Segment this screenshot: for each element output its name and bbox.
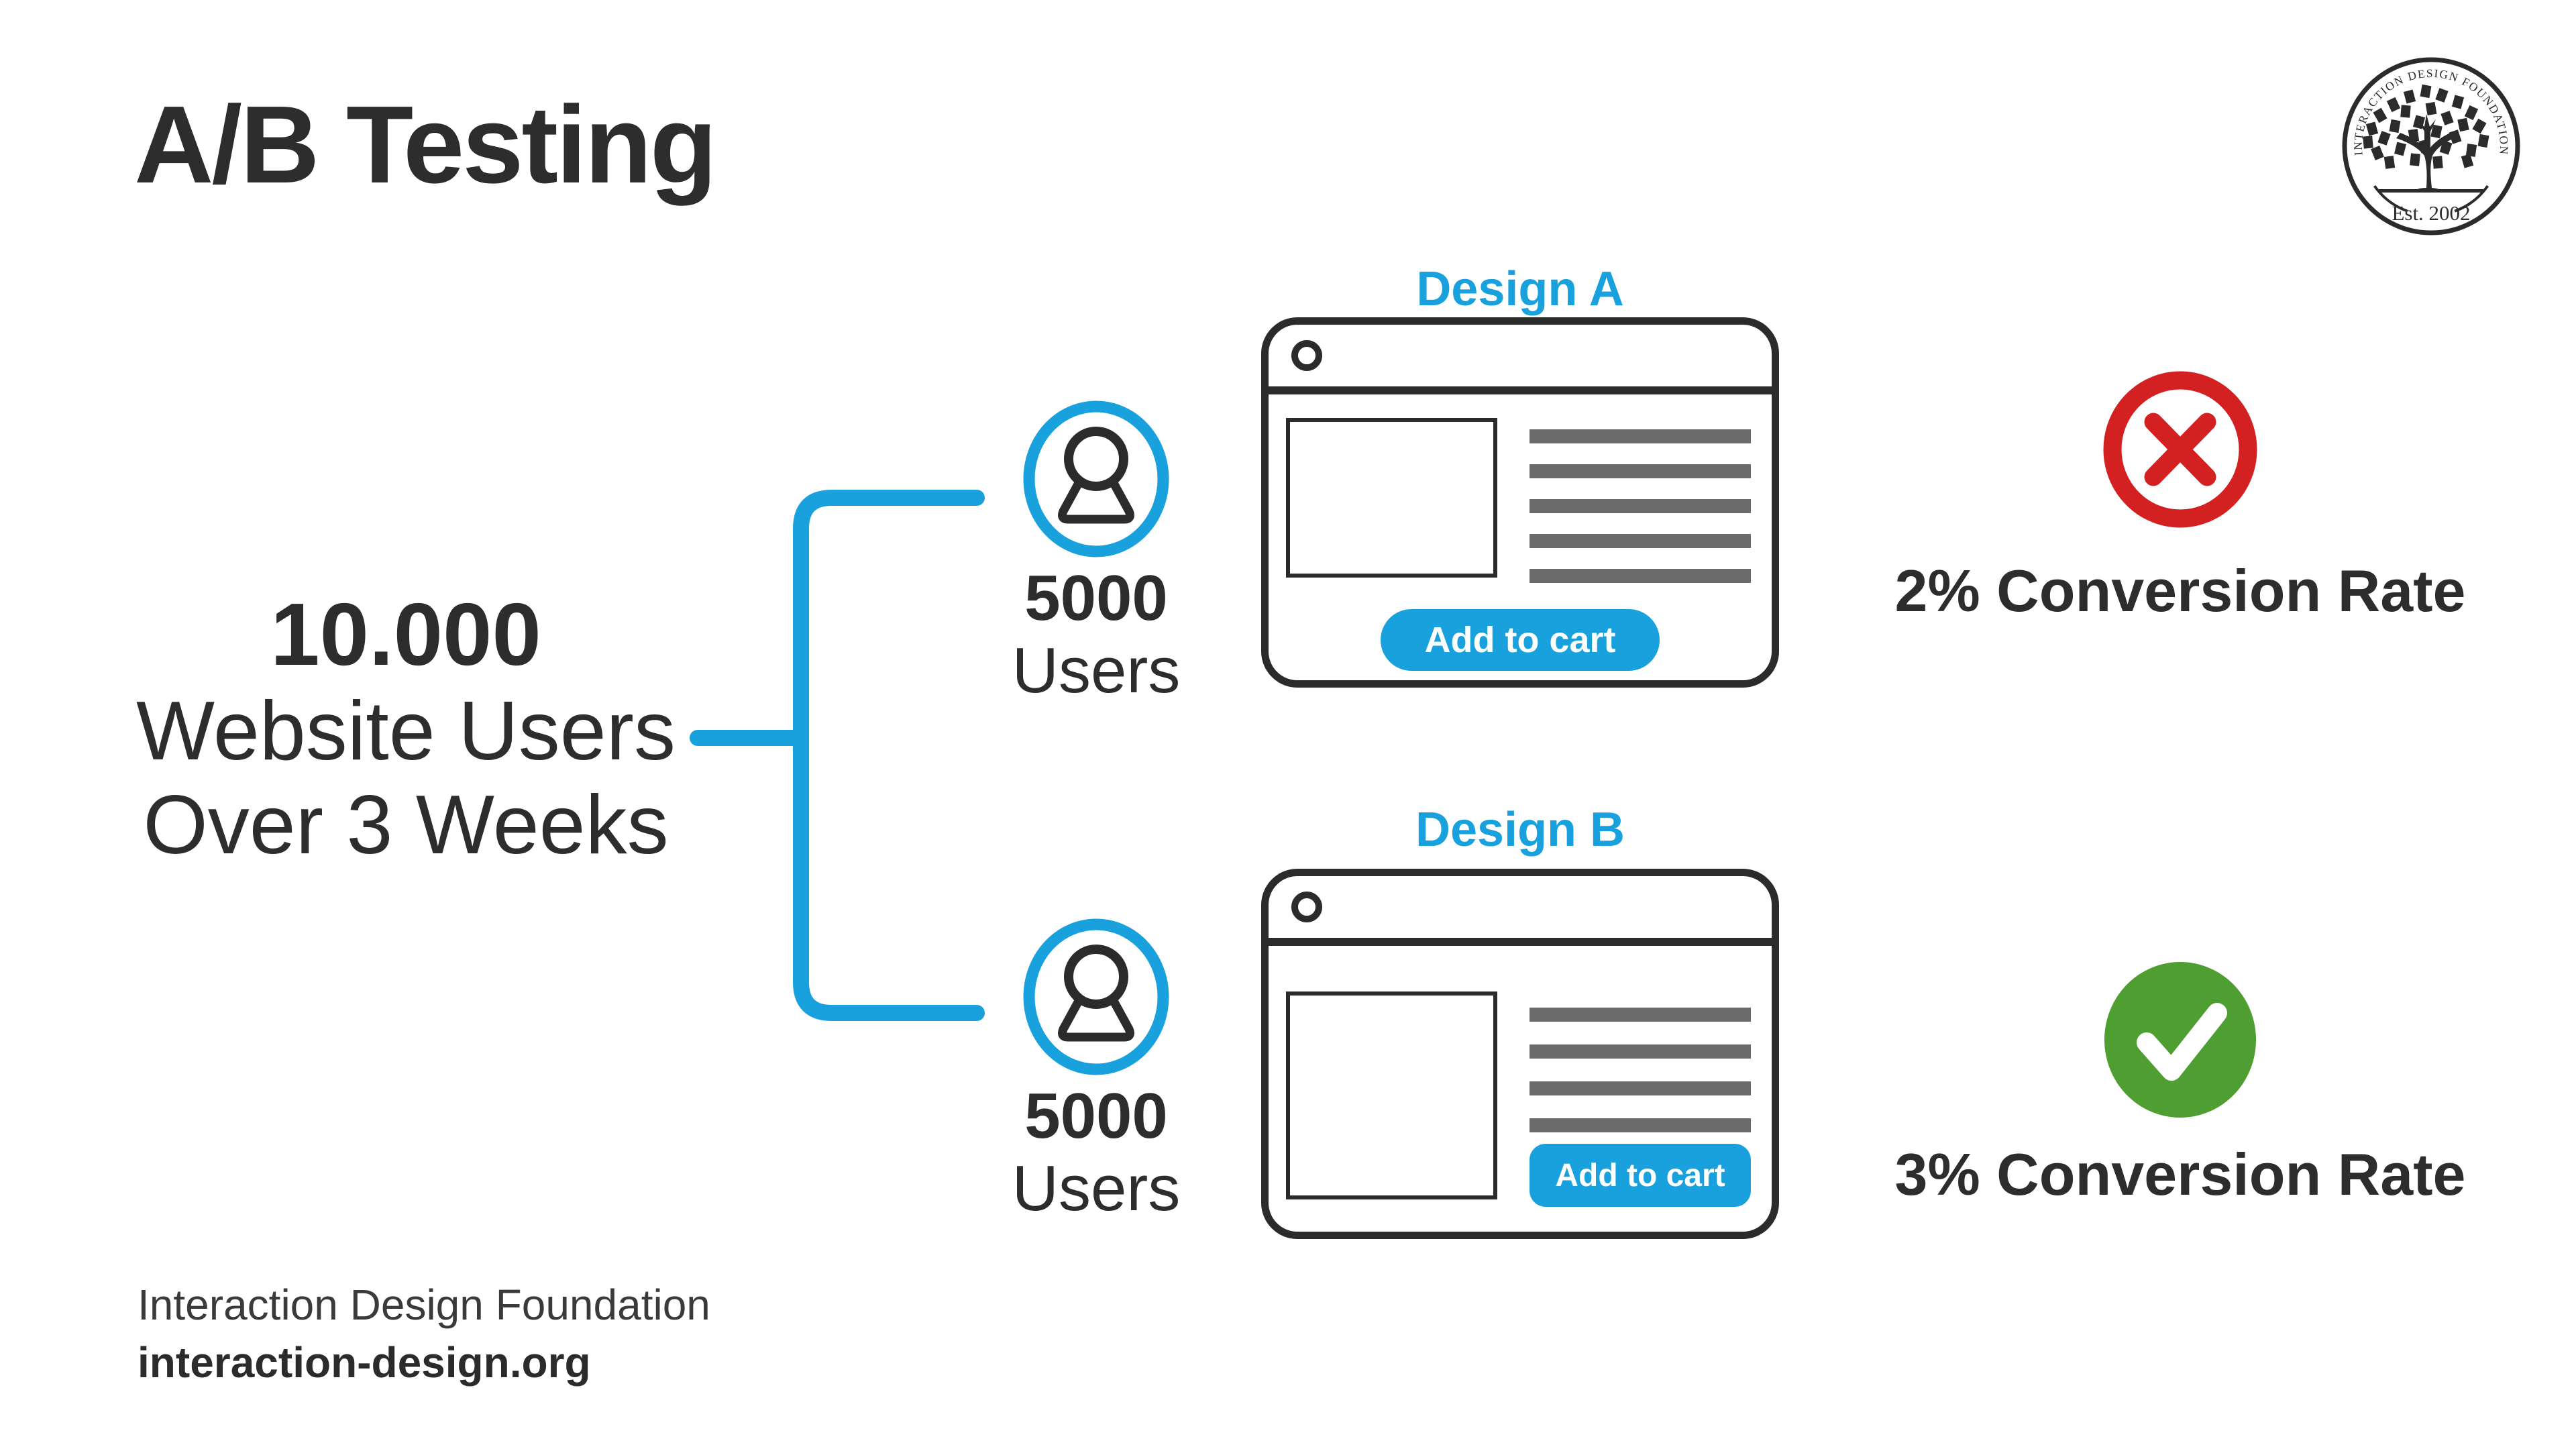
browser-title-bar [1269,876,1772,946]
text-line [1529,464,1751,478]
design-a-label: Design A [1416,262,1624,316]
conversion-rate-b: 3% Conversion Rate [1894,1141,2466,1208]
logo-tree-icon [2363,84,2489,193]
sample-size-line2: Website Users [136,685,676,777]
design-a-browser-window: Add to cart [1261,317,1779,688]
logo-right-arc [2454,184,2489,213]
design-b-label: Design B [1415,803,1625,857]
branch-b-users-label: Users [1012,1152,1181,1224]
logo-tree-leaves [2363,84,2489,169]
conversion-rate-a: 2% Conversion Rate [1894,557,2466,624]
design-b-browser-window: Add to cart [1261,869,1779,1239]
text-line [1529,429,1751,443]
cross-icon [2103,371,2257,528]
text-line [1529,534,1751,548]
add-to-cart-button[interactable]: Add to cart [1381,609,1660,671]
logo-established-text: Est. 2002 [2392,201,2470,225]
text-line [1529,499,1751,513]
branch-a-users-value: 5000 [1024,562,1168,634]
sample-size-value: 10.000 [270,585,541,684]
image-placeholder [1286,418,1497,578]
check-icon [2104,962,2256,1118]
user-icon [1023,400,1169,557]
logo-left-arc [2373,184,2408,213]
footer-website: interaction-design.org [138,1338,591,1387]
idf-logo: INTERACTION DESIGN FOUNDATION [2342,57,2520,235]
browser-title-bar [1269,325,1772,394]
text-line [1529,569,1751,583]
branch-b-users-value: 5000 [1024,1080,1168,1152]
sample-size-block: 10.000 Website Users Over 3 Weeks [114,585,698,872]
text-line [1529,1008,1751,1022]
text-line [1529,1118,1751,1132]
page-title: A/B Testing [134,83,717,206]
sample-size-line3: Over 3 Weeks [143,779,669,871]
text-line [1529,1081,1751,1095]
branch-a-users-label: Users [1012,635,1181,706]
logo-ground-line [2379,189,2483,193]
add-to-cart-button[interactable]: Add to cart [1529,1144,1751,1207]
text-line [1529,1044,1751,1059]
footer-org-name: Interaction Design Foundation [138,1281,710,1329]
browser-dot-icon [1291,892,1322,922]
image-placeholder [1286,991,1497,1199]
browser-dot-icon [1291,340,1322,371]
user-icon [1023,918,1169,1075]
